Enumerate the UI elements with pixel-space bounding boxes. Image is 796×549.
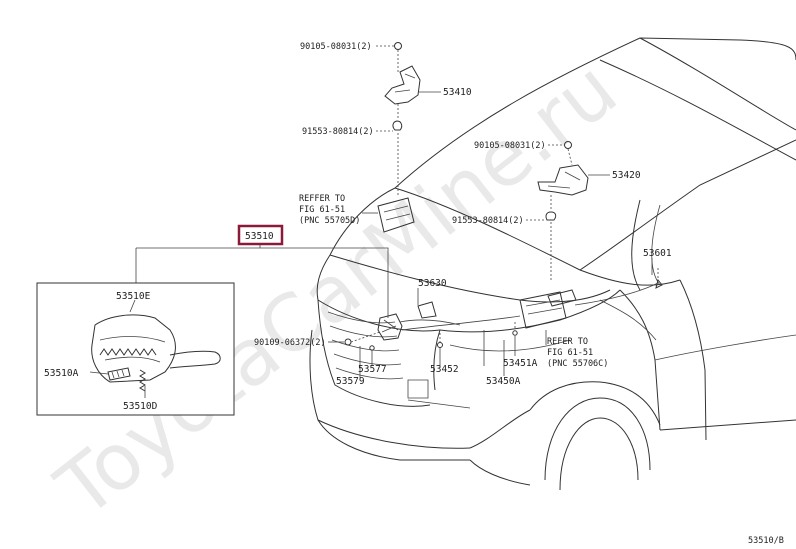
label-bolt-top-2[interactable]: 90105-08031(2) — [474, 141, 546, 151]
label-lock-452[interactable]: 53452 — [430, 364, 459, 375]
label-refer-right-1: REFER TO — [547, 337, 588, 347]
vehicle-outline — [309, 37, 796, 491]
label-hinge-left[interactable]: 53410 — [443, 87, 472, 98]
label-hood-lock-assy[interactable]: 53510 — [245, 231, 274, 242]
hood-lock-assembly-illustration — [344, 301, 521, 351]
label-nut-left[interactable]: 91553-80814(2) — [302, 127, 374, 137]
detail-inset — [36, 282, 235, 416]
label-stay[interactable]: 53601 — [643, 248, 672, 259]
label-lever-450a[interactable]: 53450A — [486, 376, 521, 387]
hood-stay-rod — [574, 268, 663, 306]
label-detail-510a[interactable]: 53510A — [44, 368, 79, 379]
label-bolt-lock[interactable]: 90109-06372(2) — [254, 338, 326, 348]
hinge-right-illustration — [537, 141, 589, 280]
labels: 90105-08031(2) 53410 91553-80814(2) 9010… — [44, 42, 784, 546]
label-hinge-right[interactable]: 53420 — [612, 170, 641, 181]
label-lock-577[interactable]: 53577 — [358, 364, 387, 375]
label-refer-left-2: FIG 61-51 — [299, 205, 345, 215]
label-refer-left-3: (PNC 55705D) — [299, 216, 360, 226]
hinge-mount-blocks — [377, 197, 577, 329]
label-detail-510e[interactable]: 53510E — [116, 291, 151, 302]
label-cable[interactable]: 53630 — [418, 278, 447, 289]
label-refer-right-3: (PNC 55706C) — [547, 359, 608, 369]
label-bolt-top-1[interactable]: 90105-08031(2) — [300, 42, 372, 52]
label-nut-right[interactable]: 91553-80814(2) — [452, 216, 524, 226]
label-lock-579[interactable]: 53579 — [336, 376, 365, 387]
hinge-left-illustration — [384, 42, 421, 195]
label-lever-451a[interactable]: 53451A — [503, 358, 538, 369]
leader-lines — [135, 45, 653, 378]
label-refer-left-1: REFFER TO — [299, 194, 345, 204]
diagram-code: 53510/B — [748, 536, 784, 546]
highlight-box-hood-lock — [237, 224, 284, 246]
label-detail-510d[interactable]: 53510D — [123, 401, 158, 412]
label-refer-right-2: FIG 61-51 — [547, 348, 593, 358]
